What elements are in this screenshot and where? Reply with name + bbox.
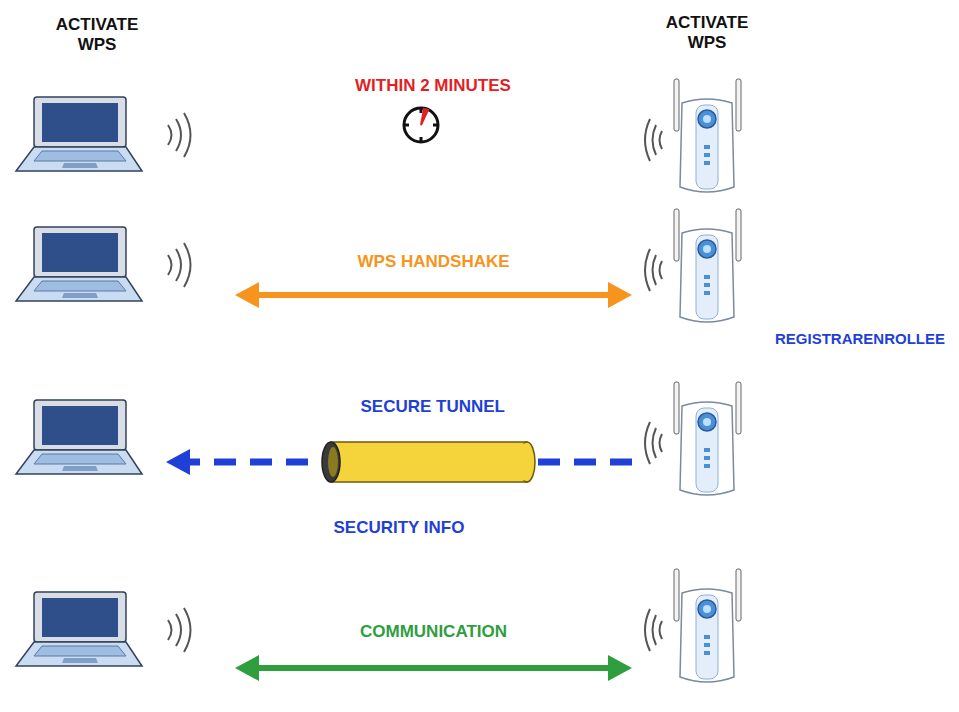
arrow-head	[608, 282, 632, 308]
laptop-device	[12, 590, 207, 668]
arrow-head	[166, 449, 190, 475]
laptop-device: ACTIVATE WPS	[12, 95, 207, 173]
arrow-shaft	[255, 292, 612, 298]
access-point-icon	[640, 378, 745, 498]
arrow-head	[608, 655, 632, 681]
edge-label: COMMUNICATION	[360, 622, 507, 642]
node-heading: ACTIVATE WPS	[652, 13, 762, 52]
arrow-head	[235, 655, 259, 681]
laptop-icon	[12, 590, 207, 668]
double-arrow	[235, 282, 632, 308]
access-point-icon	[640, 205, 745, 325]
access-point-device	[640, 565, 745, 685]
arrow-shaft	[255, 665, 612, 671]
laptop-device	[12, 225, 207, 303]
access-point-device: ACTIVATE WPS	[640, 75, 745, 195]
access-point-icon	[640, 565, 745, 685]
secure-tunnel-cylinder	[322, 442, 535, 482]
access-point-device	[640, 205, 745, 325]
edge-label: SECURITY INFO	[334, 518, 465, 538]
stopwatch-icon	[404, 108, 438, 142]
node-heading: ACTIVATE WPS	[42, 15, 152, 54]
annotation-label: WITHIN 2 MINUTES	[355, 76, 511, 96]
access-point-icon	[640, 75, 745, 195]
access-point-device: REGISTRARENROLLEE	[640, 378, 745, 498]
laptop-icon	[12, 398, 162, 476]
laptop-icon	[12, 95, 207, 173]
edge-label: WPS HANDSHAKE	[358, 252, 510, 272]
double-arrow	[235, 655, 632, 681]
arrow-head	[235, 282, 259, 308]
annotation-label: SECURE TUNNEL	[361, 397, 506, 417]
laptop-icon	[12, 225, 207, 303]
node-heading: REGISTRARENROLLEE	[775, 330, 945, 347]
laptop-device	[12, 398, 162, 476]
